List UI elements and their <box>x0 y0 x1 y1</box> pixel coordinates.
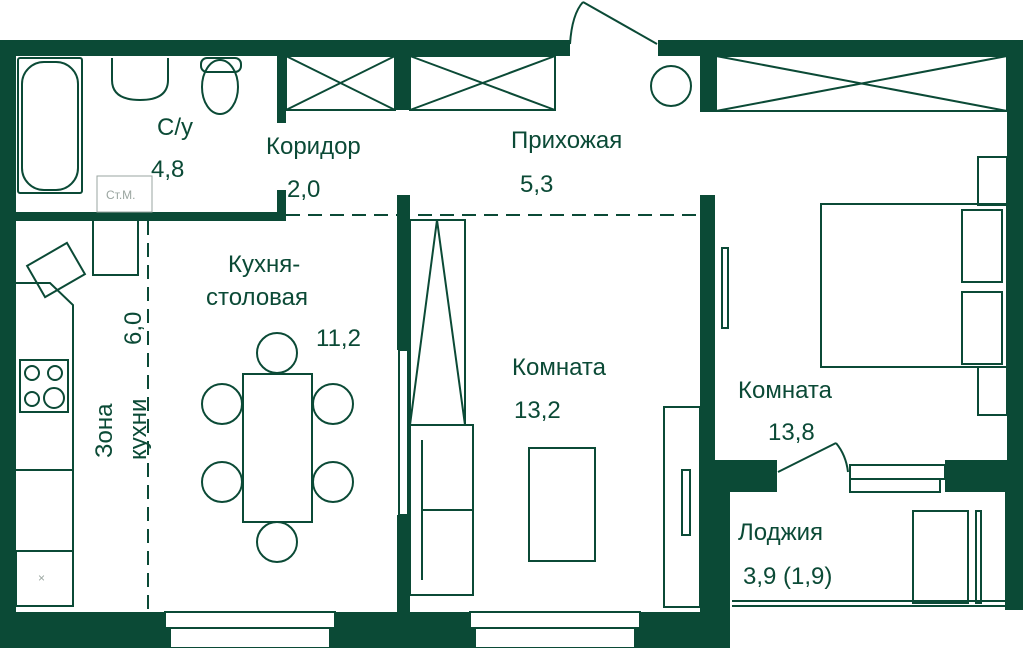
kitchen-zone-name-1: Зона <box>91 403 118 458</box>
hallway-area: 5,3 <box>520 171 553 198</box>
room1-area: 13,2 <box>514 397 561 424</box>
kitchen-zone-name-2: кухни <box>125 399 152 460</box>
hallway-name: Прихожая <box>511 127 622 154</box>
bathroom-name: С/у <box>157 114 193 141</box>
entrance-door[interactable] <box>569 1 849 473</box>
svg-text:Ст.М.: Ст.М. <box>106 188 136 202</box>
tv-stand <box>663 406 701 608</box>
coat-stand-icon <box>650 65 692 107</box>
closets <box>285 55 1008 426</box>
washing-machine <box>96 175 153 213</box>
kitchen-fixtures: × <box>15 221 354 607</box>
stove-icon <box>19 359 69 413</box>
walls <box>0 40 1023 648</box>
bathtub-icon <box>17 57 83 194</box>
room2-area: 13,8 <box>768 419 815 446</box>
dining-table <box>242 373 313 523</box>
loggia-name: Лоджия <box>738 519 823 546</box>
kitchen-zone-area: 6,0 <box>120 312 147 345</box>
kitchen-name-2: столовая <box>206 284 308 311</box>
bed <box>820 203 1008 368</box>
sink-icon <box>111 58 169 102</box>
room1-furniture <box>409 406 701 608</box>
svg-text:×: × <box>38 571 45 585</box>
corridor-area: 2,0 <box>287 176 320 203</box>
coffee-table <box>528 447 596 562</box>
room2-furniture <box>721 156 1008 416</box>
room-labels: С/у 4,8 Коридор 2,0 Прихожая 5,3 Кухня- … <box>91 114 833 590</box>
corridor-name: Коридор <box>266 133 361 160</box>
windows <box>164 349 1005 648</box>
loggia-area: 3,9 (1,9) <box>743 563 832 590</box>
bathroom-fixtures: Ст.М. <box>17 57 242 213</box>
kitchen-name-1: Кухня- <box>228 251 300 278</box>
kitchen-sink-icon <box>25 241 87 299</box>
toilet-icon <box>201 59 239 115</box>
bathroom-area: 4,8 <box>151 156 184 183</box>
kitchen-area: 11,2 <box>316 325 361 352</box>
room1-name: Комната <box>512 354 607 381</box>
room2-name: Комната <box>738 377 833 404</box>
